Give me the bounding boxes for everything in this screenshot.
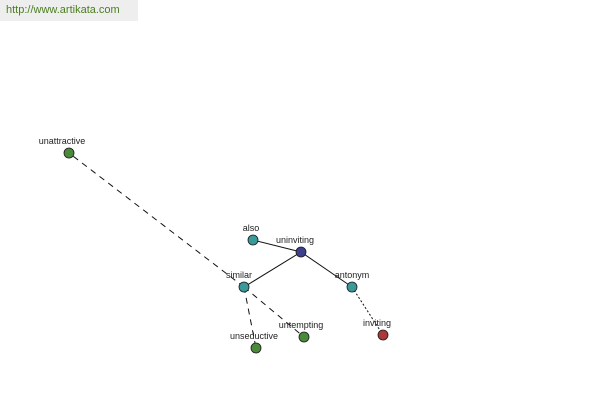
node-inviting-dot[interactable] (377, 329, 389, 341)
edge-similar-untempting (243, 286, 305, 338)
node-antonym[interactable]: antonym (335, 270, 370, 293)
edge-uninviting-antonym (300, 251, 353, 288)
node-similar-label: similar (226, 270, 252, 280)
node-antonym-label: antonym (335, 270, 370, 280)
node-uninviting-dot[interactable] (295, 246, 307, 258)
url-bar: http://www.artikata.com (0, 0, 138, 21)
site-url[interactable]: http://www.artikata.com (6, 4, 120, 16)
node-untempting-dot[interactable] (298, 331, 310, 343)
node-also-label: also (243, 223, 260, 233)
node-uninviting[interactable]: uninviting (276, 235, 314, 258)
node-antonym-dot[interactable] (346, 281, 358, 293)
edge-uninviting-similar (243, 251, 302, 288)
node-also[interactable]: also (243, 223, 260, 246)
node-uninviting-label: uninviting (276, 235, 314, 245)
node-unattractive-label: unattractive (39, 136, 86, 146)
node-untempting-label: untempting (279, 320, 324, 330)
nodes-layer: uninviting also similar antonym unattractive… (39, 136, 391, 354)
node-similar[interactable]: similar (226, 270, 252, 293)
node-untempting[interactable]: untempting (279, 320, 324, 343)
node-unseductive-dot[interactable] (250, 342, 262, 354)
edge-similar-unattractive (68, 152, 245, 288)
node-unattractive[interactable]: unattractive (39, 136, 86, 159)
node-also-dot[interactable] (247, 234, 259, 246)
node-inviting[interactable]: inviting (363, 318, 391, 341)
node-similar-dot[interactable] (238, 281, 250, 293)
node-unattractive-dot[interactable] (63, 147, 75, 159)
node-unseductive[interactable]: unseductive (230, 331, 278, 354)
edges-layer (68, 152, 384, 349)
node-inviting-label: inviting (363, 318, 391, 328)
edge-antonym-inviting (351, 286, 384, 336)
node-unseductive-label: unseductive (230, 331, 278, 341)
edge-uninviting-also (252, 239, 302, 253)
